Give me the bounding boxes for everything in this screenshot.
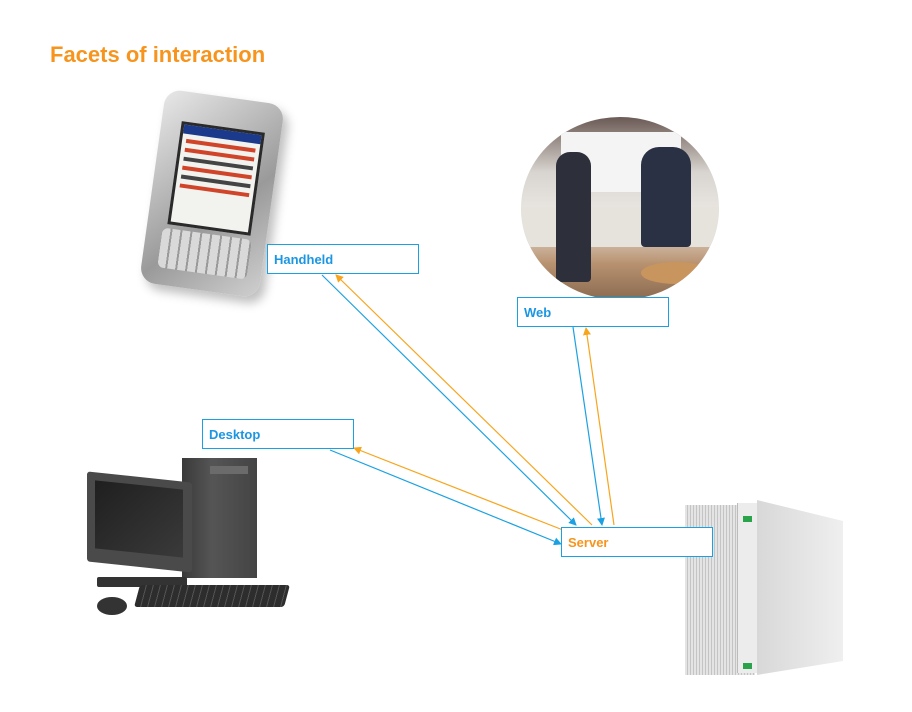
server-to-handheld-arrow (335, 274, 593, 526)
desktop-computer-icon (82, 455, 297, 625)
web-label: Web (524, 305, 552, 320)
desktop-label: Desktop (209, 427, 261, 442)
handheld-label: Handheld (274, 252, 334, 267)
web-node: Web (517, 297, 669, 327)
page-title: Facets of interaction (50, 42, 266, 67)
handheld-to-server-arrow (321, 274, 577, 526)
server-label: Server (568, 535, 609, 550)
server-to-web-arrow (583, 327, 615, 526)
web-cafe-photo (521, 117, 719, 300)
web-to-server-arrow (572, 326, 605, 526)
server-to-desktop-arrow (353, 446, 564, 531)
server-node: Server (561, 527, 713, 557)
desktop-node: Desktop (202, 419, 354, 449)
handheld-node: Handheld (267, 244, 419, 274)
server-tower-icon (685, 500, 843, 680)
desktop-to-server-arrow (329, 449, 562, 546)
